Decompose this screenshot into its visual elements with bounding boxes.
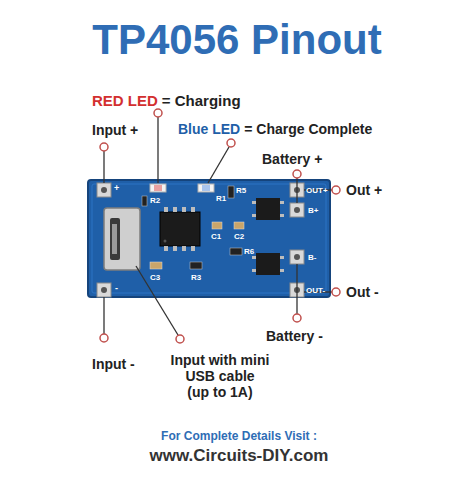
silkscreen-label: B+ xyxy=(308,206,318,215)
capacitor xyxy=(212,222,222,229)
led-die xyxy=(202,185,210,191)
solder-pad xyxy=(97,183,111,197)
solder-pad xyxy=(97,283,111,297)
micro-usb-connector xyxy=(104,208,140,270)
led-die xyxy=(154,185,162,191)
pcb-board xyxy=(88,180,330,297)
usb-label: Input with mini USB cable (up to 1A) xyxy=(160,352,280,400)
pin-label: Battery - xyxy=(266,328,323,344)
pin-label: Out - xyxy=(346,284,379,300)
ic-pins xyxy=(164,207,195,251)
led-label: Blue LED xyxy=(178,121,240,137)
pin-one-mark xyxy=(164,240,167,243)
pin-label: Input - xyxy=(92,356,135,372)
silkscreen-label: C1 xyxy=(211,232,221,241)
silkscreen-label: C2 xyxy=(234,232,244,241)
leader-lines xyxy=(104,117,332,335)
capacitor xyxy=(150,262,162,269)
resistor xyxy=(228,186,234,198)
usb-slot xyxy=(110,218,120,260)
pin-label: Input + xyxy=(92,122,138,138)
pad-hole xyxy=(294,207,300,213)
protection-chip xyxy=(256,253,280,275)
solder-pad xyxy=(290,250,304,264)
led-label: = Charge Complete xyxy=(244,121,372,137)
ic-chip xyxy=(160,212,200,246)
pad-hole xyxy=(101,287,107,293)
pad-hole xyxy=(101,187,107,193)
silkscreen-label: R6 xyxy=(244,247,254,256)
silkscreen-label: R5 xyxy=(236,186,246,195)
led-label: RED LED xyxy=(92,92,158,109)
blue-led xyxy=(198,184,214,192)
red-led xyxy=(150,184,166,192)
sot-pins xyxy=(252,201,284,272)
capacitor xyxy=(234,222,244,229)
silkscreen-label: + xyxy=(114,183,119,193)
website-url: www.Circuits-DIY.com xyxy=(2,446,474,466)
pad-hole xyxy=(294,254,300,260)
silkscreen-label: C3 xyxy=(150,273,160,282)
usb-tongue xyxy=(112,224,117,254)
silkscreen-label: R1 xyxy=(216,194,226,203)
resistor xyxy=(142,196,147,206)
mosfet-chip xyxy=(256,198,280,220)
silkscreen-label: R3 xyxy=(191,273,201,282)
led-label: = Charging xyxy=(162,92,241,109)
silkscreen-label: - xyxy=(115,283,118,293)
callout-circles xyxy=(100,109,340,343)
resistor xyxy=(230,248,242,255)
silkscreen-label: OUT+ xyxy=(306,186,328,195)
pin-label: Out + xyxy=(346,182,382,198)
resistor xyxy=(190,262,202,269)
silkscreen-label: B- xyxy=(308,253,316,262)
pcb-edge xyxy=(92,184,326,293)
pin-label: Battery + xyxy=(262,151,322,167)
title: TP4056 Pinout xyxy=(0,16,474,64)
solder-pad xyxy=(290,203,304,217)
footer-note: For Complete Details Visit : xyxy=(2,430,474,444)
silkscreen-label: OUT- xyxy=(306,286,325,295)
silkscreen-label: R2 xyxy=(150,196,160,205)
